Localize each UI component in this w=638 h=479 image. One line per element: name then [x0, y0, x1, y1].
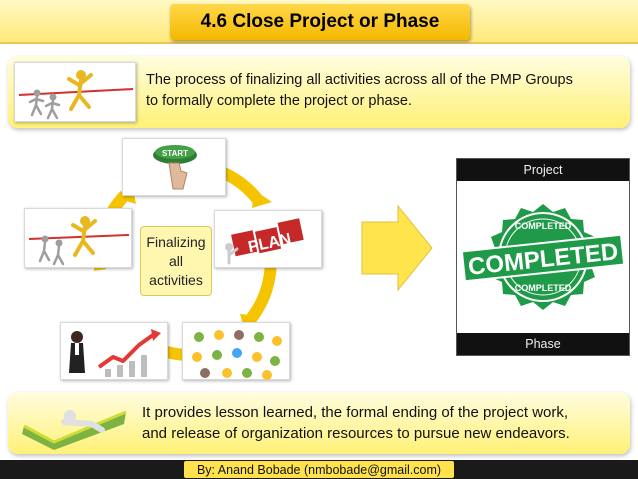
growth-chart-icon [69, 329, 161, 377]
business-icons-cluster [192, 330, 282, 380]
outcome-line-2: and release of organization resources to… [142, 425, 570, 442]
growth-node-thumbnail [60, 322, 168, 380]
finish-line-race-icon [28, 216, 130, 266]
completed-stamp-icon: COMPLETED COMPLETED COMPLETED [460, 204, 626, 310]
phase-label: Phase [457, 333, 629, 355]
cycle-arrowhead-1 [252, 190, 272, 208]
stamp-bottom-text: COMPLETED [515, 283, 572, 293]
outcome-line-1: It provides lesson learned, the formal e… [142, 404, 569, 421]
definition-panel: The process of finalizing all activities… [8, 56, 630, 128]
footer-bar: By: Anand Bobade (nmbobade@gmail.com) [0, 460, 638, 479]
finish-node-thumbnail [24, 208, 132, 268]
start-button-label: START [162, 149, 188, 158]
activities-node-thumbnail [182, 322, 290, 380]
center-line-1: Finalizing [146, 233, 206, 250]
definition-line-2: to formally complete the project or phas… [146, 93, 412, 109]
plan-node-thumbnail: PLAN [214, 210, 322, 268]
outcome-text: It provides lesson learned, the formal e… [142, 402, 570, 444]
start-node-thumbnail: START [122, 138, 226, 196]
plan-label: PLAN [247, 231, 293, 257]
project-label: Project [457, 159, 629, 181]
checkmark-figure-icon [22, 410, 127, 450]
lessons-thumbnail [14, 398, 136, 450]
completed-outcome-box: Project COMPLETED COMPLETED COMPLETED Ph… [456, 158, 630, 356]
slide-title: 4.6 Close Project or Phase [170, 4, 470, 40]
stamp-top-text: COMPLETED [515, 221, 572, 231]
finish-line-race-icon [18, 70, 134, 120]
right-arrow-icon [361, 204, 433, 292]
definition-text: The process of finalizing all activities… [146, 70, 573, 112]
cycle-center-label: Finalizing all activities [140, 226, 212, 296]
center-line-3: activities [149, 271, 203, 288]
plan-blocks-icon: PLAN [225, 218, 304, 265]
center-line-2: all [168, 252, 183, 269]
title-bar: 4.6 Close Project or Phase [0, 0, 638, 44]
start-button-icon: START [153, 145, 197, 190]
definition-line-1: The process of finalizing all activities… [146, 72, 573, 88]
outcome-panel: It provides lesson learned, the formal e… [8, 392, 630, 454]
finish-line-thumbnail [14, 62, 136, 122]
author-credit: By: Anand Bobade (nmbobade@gmail.com) [184, 461, 454, 478]
